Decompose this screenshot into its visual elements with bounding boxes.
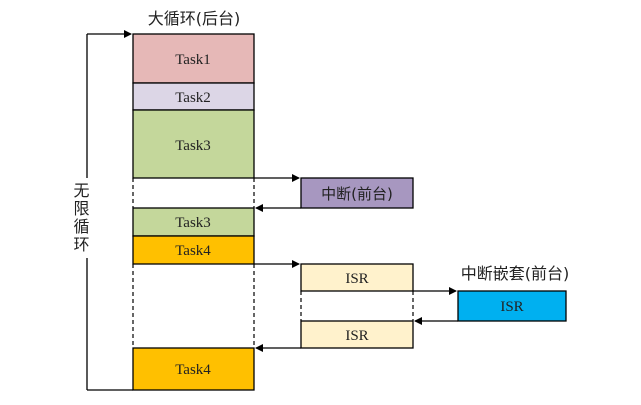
task3-label: Task3 (175, 138, 211, 154)
isr-block (300, 263, 414, 292)
task3-resume-block (132, 207, 255, 237)
nested-isr-label: ISR (500, 299, 523, 315)
svg-text:无限循环: 无限循环 (71, 182, 90, 254)
infinite-loop-label: 无限循环 (71, 182, 90, 254)
nested-isr-block (457, 290, 567, 322)
background-loop-title: 大循环(后台) (148, 9, 241, 28)
flow-arrows (254, 174, 458, 352)
task4-resume-label: Task4 (175, 362, 211, 378)
interrupt-block (300, 177, 414, 209)
task3-resume-label: Task3 (175, 215, 211, 231)
infinite-loop-bracket (86, 30, 133, 391)
task1-label: Task1 (175, 52, 211, 68)
task3-block (132, 109, 255, 179)
isr-resume-block (300, 320, 414, 349)
task1-block (132, 33, 255, 84)
task4-block (132, 235, 255, 265)
task2-label: Task2 (175, 90, 211, 106)
task4-resume-block (132, 347, 255, 391)
task4-label: Task4 (175, 243, 211, 259)
isr-label: ISR (345, 271, 368, 287)
isr-resume-label: ISR (345, 328, 368, 344)
idle-gaps (132, 178, 414, 348)
interrupt-label: 中断(前台) (321, 185, 393, 203)
nested-interrupt-title: 中断嵌套(前台) (461, 264, 570, 283)
